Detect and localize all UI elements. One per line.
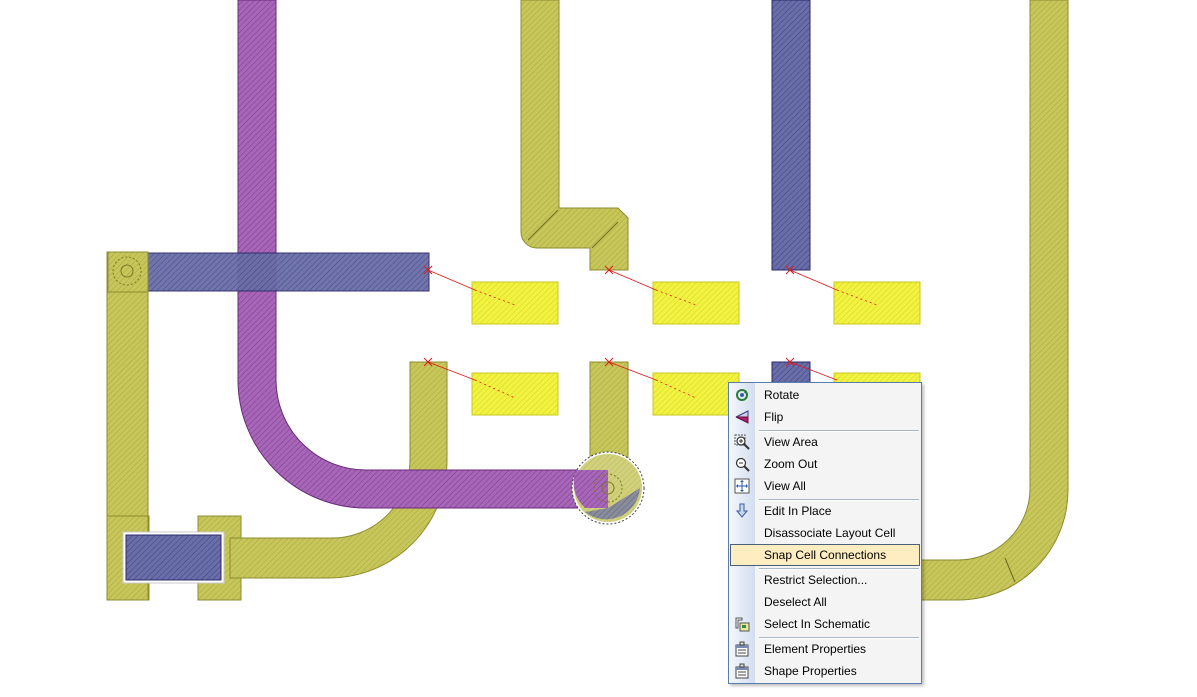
shape-properties-icon bbox=[735, 663, 749, 679]
trace-purple[interactable] bbox=[237, 0, 609, 509]
menu-item-disassociate-layout-cell[interactable]: Disassociate Layout Cell bbox=[730, 522, 920, 544]
menu-item-rotate[interactable]: Rotate bbox=[730, 384, 920, 406]
menu-item-label: Rotate bbox=[764, 388, 800, 402]
via-round[interactable] bbox=[571, 451, 645, 525]
menu-item-label: Shape Properties bbox=[764, 664, 857, 678]
menu-item-label: Element Properties bbox=[764, 642, 867, 656]
element-properties-icon bbox=[735, 641, 749, 657]
trace-blue-horizontal[interactable] bbox=[144, 252, 430, 292]
pad bbox=[833, 281, 921, 325]
edit-in-place-icon bbox=[735, 503, 749, 518]
trace-yellow-right-u[interactable] bbox=[919, 0, 1069, 601]
view-all-icon bbox=[734, 478, 750, 494]
menu-separator bbox=[759, 637, 919, 639]
menu-separator bbox=[759, 430, 919, 432]
via-top-left[interactable] bbox=[107, 251, 149, 293]
menu-item-snap-cell-connections[interactable]: Snap Cell Connections bbox=[730, 544, 920, 566]
menu-item-shape-properties[interactable]: Shape Properties bbox=[730, 660, 920, 682]
menu-item-label: Snap Cell Connections bbox=[764, 548, 887, 562]
pad bbox=[652, 281, 740, 325]
menu-item-select-in-schematic[interactable]: Select In Schematic bbox=[730, 613, 920, 635]
zoom-area-icon bbox=[734, 434, 750, 450]
menu-item-label: Disassociate Layout Cell bbox=[764, 526, 896, 540]
menu-item-restrict-selection[interactable]: Restrict Selection... bbox=[730, 569, 920, 591]
menu-item-element-properties[interactable]: Element Properties bbox=[730, 638, 920, 660]
menu-item-view-all[interactable]: View All bbox=[730, 475, 920, 497]
flip-icon bbox=[735, 410, 749, 424]
menu-item-label: Zoom Out bbox=[764, 457, 818, 471]
menu-item-label: View All bbox=[764, 479, 806, 493]
menu-item-view-area[interactable]: View Area bbox=[730, 431, 920, 453]
pad bbox=[652, 372, 740, 416]
menu-item-label: View Area bbox=[764, 435, 818, 449]
menu-item-label: Flip bbox=[764, 410, 784, 424]
menu-item-deselect-all[interactable]: Deselect All bbox=[730, 591, 920, 613]
menu-item-label: Deselect All bbox=[764, 595, 827, 609]
menu-separator bbox=[759, 568, 919, 570]
menu-item-label: Select In Schematic bbox=[764, 617, 871, 631]
pad bbox=[471, 372, 559, 416]
menu-item-edit-in-place[interactable]: Edit In Place bbox=[730, 500, 920, 522]
context-menu[interactable]: Rotate Flip View Area Zoom Out View All … bbox=[728, 382, 922, 684]
menu-item-zoom-out[interactable]: Zoom Out bbox=[730, 453, 920, 475]
menu-separator bbox=[759, 499, 919, 501]
trace-blue-vertical[interactable] bbox=[771, 0, 811, 271]
menu-item-label: Edit In Place bbox=[764, 504, 832, 518]
select-in-schematic-icon bbox=[735, 617, 750, 632]
ratsnest-lines bbox=[427, 269, 878, 399]
zoom-out-icon bbox=[735, 457, 750, 472]
menu-item-label: Restrict Selection... bbox=[764, 573, 868, 587]
menu-item-flip[interactable]: Flip bbox=[730, 406, 920, 428]
context-menu-icon-gutter bbox=[729, 383, 755, 683]
rotate-icon bbox=[736, 389, 748, 401]
trace-yellow-top-center[interactable] bbox=[520, 0, 629, 271]
pad bbox=[471, 281, 559, 325]
